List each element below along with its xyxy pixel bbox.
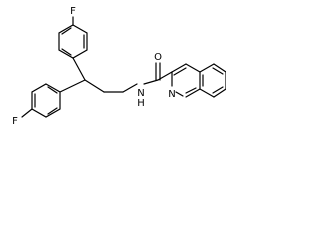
lower-ring-bonds <box>31 83 61 118</box>
carbonyl-oxygen-label: O <box>154 52 162 63</box>
upper-ring-bonds <box>58 24 88 59</box>
chain-to-n-bond <box>122 83 138 93</box>
iq-bond-c1-n <box>175 91 184 97</box>
iq-double-c5-c6 <box>212 67 224 75</box>
iq-double-c7-c8 <box>212 86 224 94</box>
ring-to-ch-bond-upper <box>72 57 86 81</box>
iq-bond-c3-c4 <box>171 63 187 73</box>
ring-nitrogen-label: N <box>168 89 175 100</box>
iq-double-c3-c4 <box>173 67 187 76</box>
propyl-chain <box>59 57 138 93</box>
lower-c-f-bond <box>21 108 33 118</box>
iq-bond-c7-c8 <box>213 88 226 98</box>
amide-nitrogen-label: N <box>137 88 144 99</box>
lower-ring-double-bond-1 <box>47 86 58 94</box>
amide-hydrogen-label: H <box>137 98 145 109</box>
iq-bond-c4a-c5 <box>199 63 215 73</box>
iq-double-c8a-c1 <box>185 87 197 94</box>
iq-bond-c4-c4a <box>185 63 201 73</box>
upper-ring-double-bond-2 <box>61 48 72 56</box>
lower-ring-double-bond-2 <box>47 107 58 115</box>
fluorine-bottom-label: F <box>12 116 18 127</box>
ring-to-ch-bond-lower <box>59 79 86 93</box>
carbonyl-to-ring-bond <box>157 71 173 81</box>
iq-bond-c8-c8a <box>199 88 215 98</box>
isoquinoline-pyridine-ring <box>171 63 201 98</box>
iq-bond-c5-c6 <box>213 63 226 73</box>
upper-ring-double-bond-3 <box>61 27 72 35</box>
chemical-structure-diagram: F F N H O N <box>12 6 226 127</box>
n-to-carbonyl-bond <box>143 79 159 85</box>
upper-fluorophenyl-ring <box>58 16 88 59</box>
fluorine-top-label: F <box>70 6 76 17</box>
amide-group <box>143 62 173 85</box>
lower-fluorophenyl-ring <box>21 83 61 118</box>
iq-bond-c8a-c1 <box>185 88 201 98</box>
chain-bond-1 <box>84 79 105 93</box>
isoquinoline-benzo-ring <box>199 63 226 98</box>
